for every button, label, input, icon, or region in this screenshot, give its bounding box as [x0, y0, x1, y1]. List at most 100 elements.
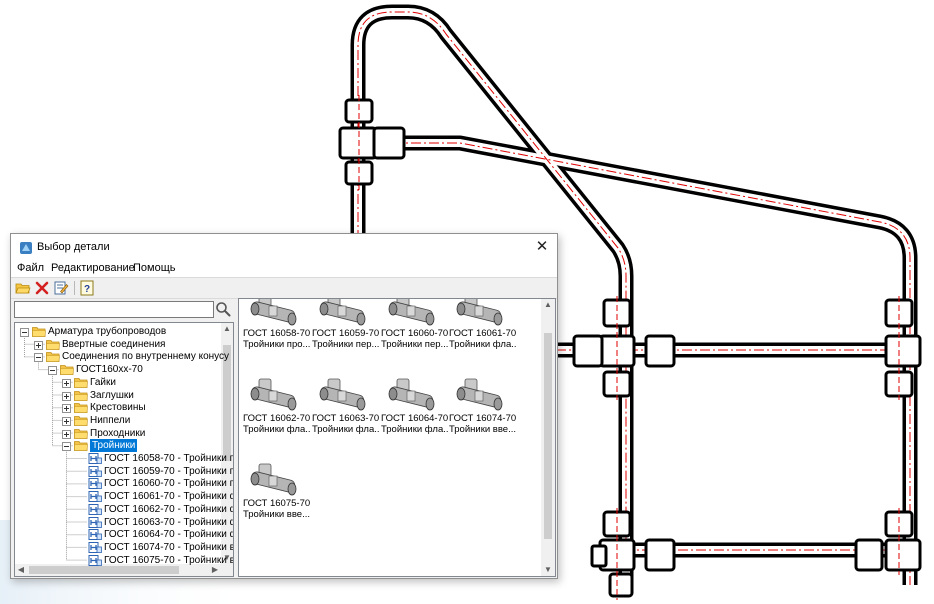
caption-line-name: Тройники вве...: [449, 424, 516, 435]
folder-icon: [74, 377, 88, 388]
caption-line-code: ГОСТ 16063-70 -: [312, 413, 380, 424]
expand-plus-icon[interactable]: [62, 404, 71, 414]
tree-vertical-thumb[interactable]: [223, 345, 231, 461]
tree-item-folder[interactable]: Крестовины: [15, 401, 221, 414]
gallery-item-caption: ГОСТ 16060-70 -Тройники пер...: [381, 328, 449, 350]
tree-item-label: Тройники: [90, 439, 138, 453]
gallery-item[interactable]: ГОСТ 16058-70 -Тройники про...: [243, 299, 311, 358]
tree-item-part[interactable]: ГОСТ 16061-70 - Тройники ф: [15, 490, 233, 503]
gallery-item-caption: ГОСТ 16074-70 -Тройники вве...: [449, 413, 517, 435]
title-bar: Выбор детали ✕: [11, 234, 557, 261]
caption-line-name: Тройники вве...: [243, 509, 310, 520]
tree-item-label: ГОСТ 16063-70 - Тройники ф: [104, 516, 234, 528]
delete-icon[interactable]: [34, 280, 50, 296]
tree-item-label: ГОСТ 16062-70 - Тройники ф: [104, 503, 234, 515]
tree-item-part[interactable]: ГОСТ 16063-70 - Тройники ф: [15, 516, 233, 529]
folder-icon: [74, 428, 88, 439]
tree-vertical-scrollbar[interactable]: ▲ ▼: [221, 323, 233, 564]
close-button[interactable]: ✕: [535, 238, 549, 255]
tee-fitting-icon: [319, 299, 366, 326]
folder-icon: [74, 415, 88, 426]
collapse-minus-icon[interactable]: [62, 442, 71, 452]
expand-plus-icon[interactable]: [62, 416, 71, 426]
expand-plus-icon[interactable]: [34, 340, 43, 350]
tree-item-label: ГОСТ 16064-70 - Тройники ф: [104, 529, 234, 541]
tree-item-label: ГОСТ 16074-70 - Тройники в: [104, 541, 234, 553]
caption-line-code: ГОСТ 16058-70 -: [243, 328, 311, 339]
caption-line-name: Тройники фла...: [243, 424, 311, 435]
part-icon: [88, 529, 102, 541]
expand-plus-icon[interactable]: [62, 378, 71, 388]
expand-plus-icon[interactable]: [62, 391, 71, 401]
tree-item-folder[interactable]: Гайки: [15, 376, 221, 389]
scroll-left-arrow-icon[interactable]: ◀: [17, 565, 25, 574]
tree-item-folder[interactable]: Арматура трубопроводов: [15, 325, 221, 338]
menu-help[interactable]: Помощь: [133, 262, 176, 274]
tree-item-folder[interactable]: Ввертные соединения: [15, 338, 221, 351]
tree-item-part[interactable]: ГОСТ 16074-70 - Тройники в: [15, 541, 233, 554]
tree-item-folder[interactable]: Ниппели: [15, 414, 221, 427]
gallery-item[interactable]: ГОСТ 16063-70 -Тройники фла...: [312, 375, 380, 443]
caption-line-code: ГОСТ 16062-70 -: [243, 413, 311, 424]
expand-plus-icon[interactable]: [62, 429, 71, 439]
folder-icon: [46, 352, 60, 363]
edit-icon[interactable]: [53, 280, 69, 296]
part-gallery[interactable]: ▲ ▼ ГОСТ 16058-70 -Тройники про...ГОСТ 1…: [238, 298, 556, 577]
part-icon: [88, 465, 102, 477]
gallery-vertical-scrollbar[interactable]: ▲ ▼: [541, 299, 555, 576]
open-folder-icon[interactable]: [15, 280, 31, 296]
gallery-item[interactable]: ГОСТ 16060-70 -Тройники пер...: [381, 299, 449, 358]
tree-item-part[interactable]: ГОСТ 16059-70 - Тройники п: [15, 465, 233, 478]
gallery-scroll-up-arrow-icon[interactable]: ▲: [544, 300, 552, 309]
tree-item-folder[interactable]: Заглушки: [15, 389, 221, 402]
scroll-up-arrow-icon[interactable]: ▲: [223, 324, 231, 333]
gallery-item[interactable]: ГОСТ 16061-70 -Тройники фла...: [449, 299, 517, 358]
menu-edit[interactable]: Редактирование: [51, 262, 135, 274]
tree-item-folder[interactable]: Проходники: [15, 427, 221, 440]
gallery-item-caption: ГОСТ 16058-70 -Тройники про...: [243, 328, 311, 350]
tee-fitting-icon: [319, 378, 366, 411]
tee-fitting-icon: [250, 463, 297, 496]
gallery-item[interactable]: ГОСТ 16062-70 -Тройники фла...: [243, 375, 311, 443]
tree-item-folder[interactable]: ГОСТ160xx-70: [15, 363, 221, 376]
tee-fitting-icon: [250, 378, 297, 411]
select-part-dialog: Выбор детали ✕ Файл Редактирование Помощ…: [10, 233, 558, 579]
tree-item-part[interactable]: ГОСТ 16060-70 - Тройники п: [15, 477, 233, 490]
search-input[interactable]: [14, 301, 214, 318]
caption-line-code: ГОСТ 16075-70 -: [243, 498, 311, 509]
gallery-item[interactable]: ГОСТ 16074-70 -Тройники вве...: [449, 375, 517, 443]
tee-fitting-icon: [388, 378, 435, 411]
tree-horizontal-scrollbar[interactable]: ◀ ▶: [15, 564, 221, 576]
scroll-down-arrow-icon[interactable]: ▼: [223, 553, 231, 562]
tree-item-part[interactable]: ГОСТ 16075-70 - Тройники в: [15, 554, 233, 567]
tree-item-label: ГОСТ 16060-70 - Тройники п: [104, 478, 234, 490]
caption-line-code: ГОСТ 16060-70 -: [381, 328, 449, 339]
part-icon: [88, 503, 102, 515]
tree-item-folder[interactable]: Соединения по внутреннему конусу: [15, 350, 229, 363]
scroll-right-arrow-icon[interactable]: ▶: [211, 565, 219, 574]
gallery-item[interactable]: ГОСТ 16075-70 -Тройники вве...: [243, 460, 311, 528]
collapse-minus-icon[interactable]: [20, 328, 29, 337]
help-icon[interactable]: ?: [79, 280, 95, 296]
tree-item-label: Арматура трубопроводов: [48, 326, 167, 337]
tree-horizontal-thumb[interactable]: [29, 566, 179, 574]
tree-item-label: Ниппели: [90, 414, 131, 426]
menu-file[interactable]: Файл: [17, 262, 45, 274]
gallery-scroll-down-arrow-icon[interactable]: ▼: [544, 565, 552, 574]
tree-item-part[interactable]: ГОСТ 16058-70 - Тройники п: [15, 452, 233, 465]
gallery-vertical-thumb[interactable]: [544, 333, 552, 539]
folder-icon: [74, 403, 88, 414]
collapse-minus-icon[interactable]: [34, 353, 43, 363]
gallery-item[interactable]: ГОСТ 16064-70 -Тройники фла...: [381, 375, 449, 443]
search-icon[interactable]: [214, 300, 232, 318]
tee-fitting-icon: [250, 299, 297, 326]
gallery-item[interactable]: ГОСТ 16059-70 -Тройники пер...: [312, 299, 380, 358]
part-icon: [88, 478, 102, 490]
tree-item-part[interactable]: ГОСТ 16062-70 - Тройники ф: [15, 503, 233, 516]
tree-item-folder[interactable]: Тройники: [15, 439, 221, 453]
gallery-item-caption: ГОСТ 16063-70 -Тройники фла...: [312, 413, 380, 435]
tree-item-part[interactable]: ГОСТ 16064-70 - Тройники ф: [15, 528, 233, 541]
collapse-minus-icon[interactable]: [48, 366, 57, 376]
